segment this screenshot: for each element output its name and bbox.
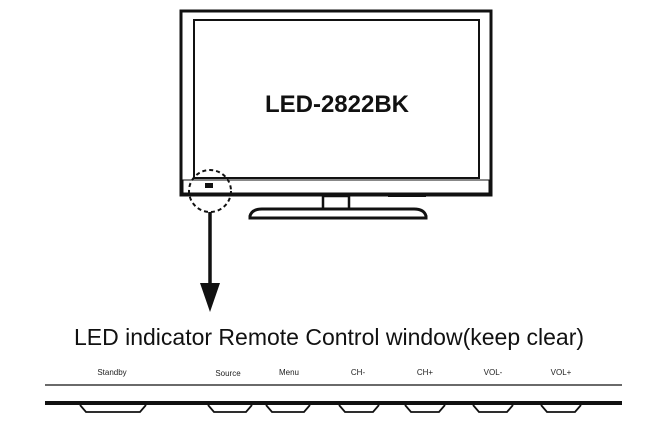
highlight-dashed-circle [188, 169, 232, 213]
tv-model-label: LED-2822BK [265, 91, 410, 118]
button-label-ch-down: CH- [351, 368, 366, 377]
bezel-bottom-strip [182, 179, 490, 194]
button-label-source: Source [215, 369, 241, 378]
physical-button-source [207, 404, 253, 413]
button-label-standby: Standby [97, 368, 126, 377]
tv-stand-base [248, 207, 428, 220]
remote-window [205, 183, 213, 188]
button-label-ch-up: CH+ [417, 368, 434, 377]
physical-button-vol-up [540, 404, 582, 413]
physical-button-ch-down [338, 404, 380, 413]
button-label-menu: Menu [279, 368, 299, 377]
button-label-row: Standby Source Menu CH- CH+ VOL- VOL+ [97, 368, 571, 378]
button-label-vol-up: VOL+ [551, 368, 572, 377]
physical-button-standby [79, 404, 147, 413]
button-label-vol-down: VOL- [484, 368, 503, 377]
pointer-arrow-head [200, 283, 220, 312]
bezel-button-strip [388, 193, 426, 197]
indicator-caption: LED indicator Remote Control window(keep… [74, 324, 584, 350]
physical-button-menu [265, 404, 311, 413]
physical-button-row [79, 404, 582, 413]
physical-button-ch-up [404, 404, 446, 413]
physical-button-vol-down [472, 404, 514, 413]
tv-screen [193, 19, 480, 179]
